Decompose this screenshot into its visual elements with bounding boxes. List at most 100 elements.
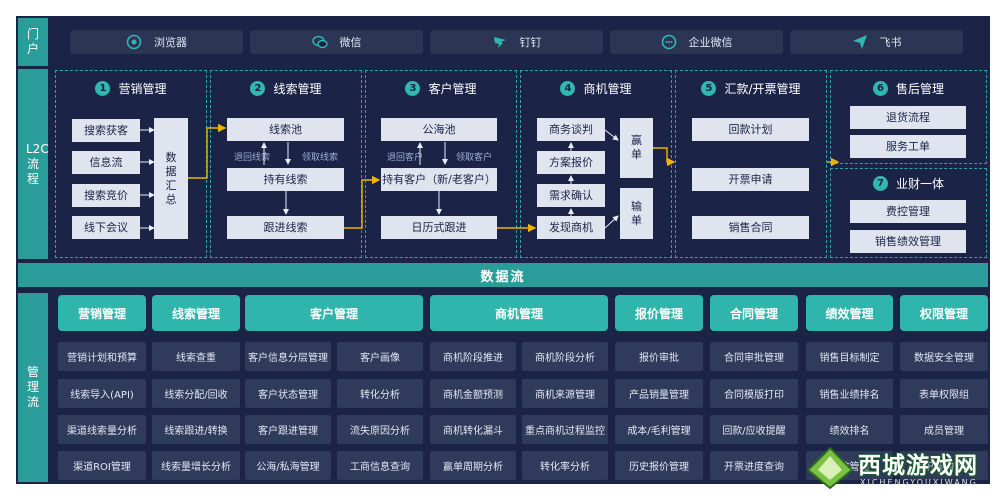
row-label-portal: 门户 (18, 18, 48, 66)
win-box: 赢单 (620, 118, 653, 178)
management-header: 客户管理 (245, 295, 423, 331)
watermark-title: 西城游戏网 (858, 453, 978, 479)
management-cell: 数据安全管理 (900, 342, 988, 371)
row-label-management: 管理流 (18, 293, 48, 482)
management-header: 商机管理 (430, 295, 608, 331)
management-header: 营销管理 (58, 295, 146, 331)
data-summary-box: 数据汇总 (154, 118, 188, 239)
management-cell: 营销计划和预算 (58, 342, 146, 371)
management-cell: 客户信息分层管理 (245, 342, 331, 371)
aftersales-item: 服务工单 (850, 135, 966, 158)
claim-lead-note: 领取线索 (302, 153, 339, 163)
opportunity-step: 发现商机 (537, 216, 605, 239)
management-cell: 线索查重 (152, 342, 240, 371)
management-cell: 历史报价管理 (615, 451, 703, 480)
column-aftersales (830, 70, 987, 164)
management-cell: 渠道ROI管理 (58, 451, 146, 480)
management-cell: 线索分配/回收 (152, 379, 240, 408)
management-cell: 回款/应收提醒 (710, 415, 798, 444)
opportunity-step: 商务谈判 (537, 118, 605, 141)
portal-wechat[interactable]: 微信 (250, 30, 423, 54)
management-header: 合同管理 (710, 295, 798, 331)
held-leads-box: 持有线索 (227, 168, 344, 191)
management-cell: 客户跟进管理 (245, 415, 331, 444)
held-customers-box: 持有客户（新/老客户） (381, 168, 497, 191)
flow-arrow (653, 147, 676, 167)
portal-wecom[interactable]: 企业微信 (610, 30, 783, 54)
management-header: 报价管理 (615, 295, 703, 331)
lead-pool-box: 线索池 (227, 118, 344, 141)
management-cell: 产品销量管理 (615, 379, 703, 408)
column-invoice (675, 70, 827, 258)
portal-browser[interactable]: 浏览器 (70, 30, 243, 54)
finance-item: 销售绩效管理 (850, 230, 966, 253)
marketing-item: 搜索获客 (72, 119, 140, 142)
portal-label: 飞书 (879, 36, 902, 49)
portal-label: 微信 (339, 36, 362, 49)
follow-leads-box: 跟进线索 (227, 216, 344, 239)
management-cell: 公海/私海管理 (245, 451, 331, 480)
marketing-item: 搜索竞价 (72, 184, 140, 207)
column-leads (210, 70, 362, 258)
management-cell: 成员管理 (900, 415, 988, 444)
connector (604, 129, 619, 141)
management-cell: 成本/毛利管理 (615, 415, 703, 444)
customer-pool-box: 公海池 (381, 118, 497, 141)
browser-icon (126, 34, 142, 50)
management-cell: 赢单周期分析 (430, 451, 516, 480)
management-cell: 客户状态管理 (245, 379, 331, 408)
management-cell: 销售目标制定 (806, 342, 893, 371)
invoice-item: 开票申请 (692, 168, 809, 191)
portal-label: 企业微信 (688, 36, 733, 49)
management-cell: 组织架构管理 (900, 451, 988, 480)
calendar-follow-box: 日历式跟进 (381, 216, 497, 239)
column-customers (365, 70, 517, 258)
flow-arrow (344, 175, 381, 229)
portal-label: 钉钉 (519, 36, 542, 49)
management-cell: 销售业绩排名 (806, 379, 893, 408)
management-cell: 合同审批管理 (710, 342, 798, 371)
wecom-icon (661, 34, 677, 50)
dingtalk-icon (492, 34, 508, 50)
management-cell: 商机转化漏斗 (430, 415, 516, 444)
return-lead-note: 退回线索 (234, 153, 271, 163)
return-customer-note: 退回客户 (387, 153, 424, 163)
management-cell: 合同模版打印 (710, 379, 798, 408)
portal-feishu[interactable]: 飞书 (790, 30, 963, 54)
management-cell: 客户画像 (337, 342, 423, 371)
management-cell: 线索导入(API) (58, 379, 146, 408)
watermark: 西城游戏网 XICHENGYOUXIWANG (806, 440, 996, 496)
claim-customer-note: 领取客户 (456, 153, 493, 163)
management-cell: 线索跟进/转换 (152, 415, 240, 444)
management-header: 绩效管理 (806, 295, 893, 331)
management-cell: 线索量增长分析 (152, 451, 240, 480)
feishu-icon (852, 34, 868, 50)
marketing-item: 信息流 (72, 151, 140, 174)
management-cell: 绩效排名 (806, 415, 893, 444)
management-cell: 报价审批 (615, 342, 703, 371)
watermark-logo-icon (806, 446, 854, 490)
connector (604, 215, 619, 229)
management-cell: 流失原因分析 (337, 415, 423, 444)
management-cell: 开票进度查询 (710, 451, 798, 480)
opportunity-step: 方案报价 (537, 151, 605, 174)
management-cell: 转化分析 (337, 379, 423, 408)
management-cell: 转化率分析 (522, 451, 608, 480)
management-header: 权限管理 (900, 295, 988, 331)
management-cell: 工商信息查询 (337, 451, 423, 480)
portal-dingtalk[interactable]: 钉钉 (430, 30, 603, 54)
management-cell: 商机金额预测 (430, 379, 516, 408)
column-finance (830, 168, 987, 258)
opportunity-step: 需求确认 (537, 184, 605, 207)
watermark-subtitle: XICHENGYOUXIWANG (860, 478, 978, 487)
aftersales-item: 退货流程 (850, 106, 966, 129)
wechat-icon (311, 34, 328, 50)
